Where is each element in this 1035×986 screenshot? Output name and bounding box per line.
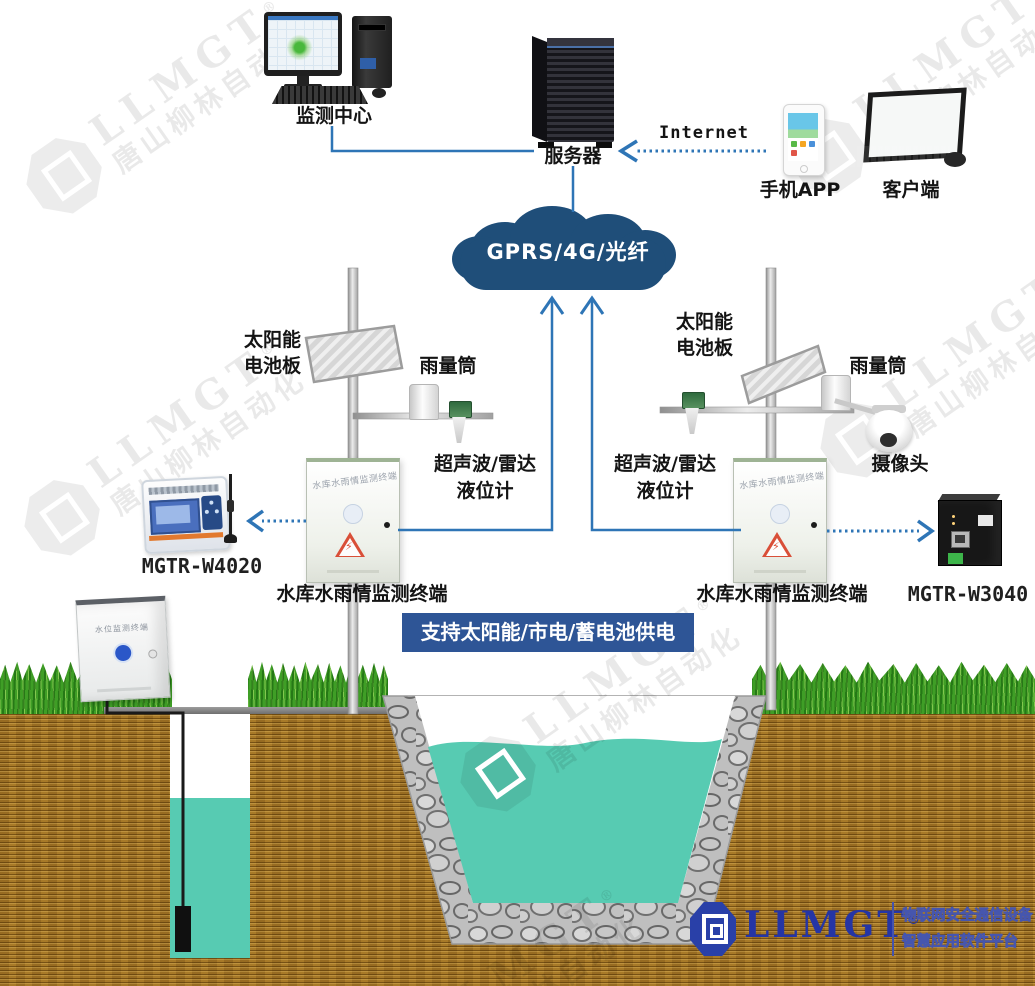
box-logo-icon: [343, 504, 363, 524]
left-level-sensor: [449, 401, 472, 418]
camera-mount: [872, 405, 906, 413]
monitor-stand: [297, 76, 309, 84]
mouse: [372, 88, 386, 98]
network-cloud: GPRS/4G/光纤: [452, 206, 684, 298]
server-tower: [532, 34, 616, 148]
client-label: 客户端: [882, 179, 940, 201]
left-solar-label-line1: 太阳能: [244, 329, 302, 351]
right-terminal-label: 水库水雨情监测终端: [696, 583, 868, 605]
left-box-door-text: 水库水雨情监测终端: [311, 471, 398, 492]
phone-screen: [788, 113, 818, 161]
right-rtu-label: MGTR-W3040: [907, 582, 1029, 606]
box-logo-icon: [112, 642, 134, 664]
grass-strip: [752, 661, 1035, 714]
right-rain-gauge-label: 雨量筒: [849, 355, 907, 377]
rtu-mgtr-w4020: [141, 475, 231, 555]
right-box-door-text: 水库水雨情监测终端: [738, 471, 825, 492]
right-solar-label-line2: 电池板: [676, 337, 734, 359]
right-terminal-box: 水库水雨情监测终端 ⚡: [733, 458, 827, 583]
footer-divider: [892, 902, 894, 956]
client-mouse: [944, 152, 966, 167]
keyboard: [272, 86, 368, 104]
camera-lens: [880, 433, 897, 447]
left-terminal-box: 水库水雨情监测终端 ⚡: [306, 458, 400, 583]
box-lock-icon: [384, 522, 390, 528]
mobile-app-label: 手机APP: [759, 179, 841, 201]
water-level-box-door-text: 水位监测终端: [94, 622, 150, 635]
footer-tagline-line2: 智慧应用软件平台: [902, 934, 1019, 951]
monitoring-center-label: 监测中心: [295, 105, 372, 127]
left-rtu-label: MGTR-W4020: [141, 554, 263, 578]
right-level-meter-label-line1: 超声波/雷达: [614, 453, 716, 475]
monitoring-center-monitor: [264, 12, 342, 76]
left-rain-gauge: [409, 384, 439, 420]
left-rain-gauge-label: 雨量筒: [419, 355, 477, 377]
power-supply-banner: 支持太阳能/市电/蓄电池供电: [402, 613, 694, 652]
cloud-label: GPRS/4G/光纤: [486, 240, 650, 264]
left-terminal-label: 水库水雨情监测终端: [276, 583, 448, 605]
monitoring-center-tower: [352, 16, 392, 88]
right-solar-label-line1: 太阳能: [676, 311, 734, 333]
right-rain-gauge: [821, 375, 851, 411]
right-level-meter-label-line2: 液位计: [636, 480, 694, 502]
box-logo-icon: [770, 504, 790, 524]
reservoir-water: [428, 738, 722, 903]
box-lock-icon: [811, 522, 817, 528]
footer-logo: LLMGT® 物联网安全通信设备 智慧应用软件平台: [686, 896, 1035, 964]
sensor-cable: [105, 690, 185, 908]
left-solar-label-line2: 电池板: [244, 355, 302, 377]
footer-brand: LLMGT®: [744, 904, 924, 946]
cable-conduit: [104, 707, 388, 714]
grass-strip: [248, 661, 388, 714]
mobile-phone: [783, 104, 825, 176]
camera-label: 摄像头: [871, 453, 929, 475]
left-level-meter-label-line2: 液位计: [456, 480, 514, 502]
map-screen: [268, 16, 338, 70]
rtu-antenna-joint: [227, 500, 234, 512]
server-label: 服务器: [544, 145, 602, 167]
client-laptop-base: [850, 146, 958, 167]
internet-label: Internet: [659, 123, 749, 143]
company-logo-icon: [690, 902, 736, 956]
box-knob: [148, 649, 158, 659]
right-level-sensor: [682, 392, 705, 409]
water-level-terminal-box: 水位监测终端: [75, 595, 171, 703]
water-level-probe: [175, 906, 191, 952]
rtu-antenna-base: [224, 534, 237, 543]
right-solar-panel: [740, 344, 827, 405]
rtu-mgtr-w3040: [937, 494, 1002, 566]
footer-tagline-line1: 物联网安全通信设备: [902, 908, 1033, 925]
left-level-meter-label-line1: 超声波/雷达: [434, 453, 536, 475]
